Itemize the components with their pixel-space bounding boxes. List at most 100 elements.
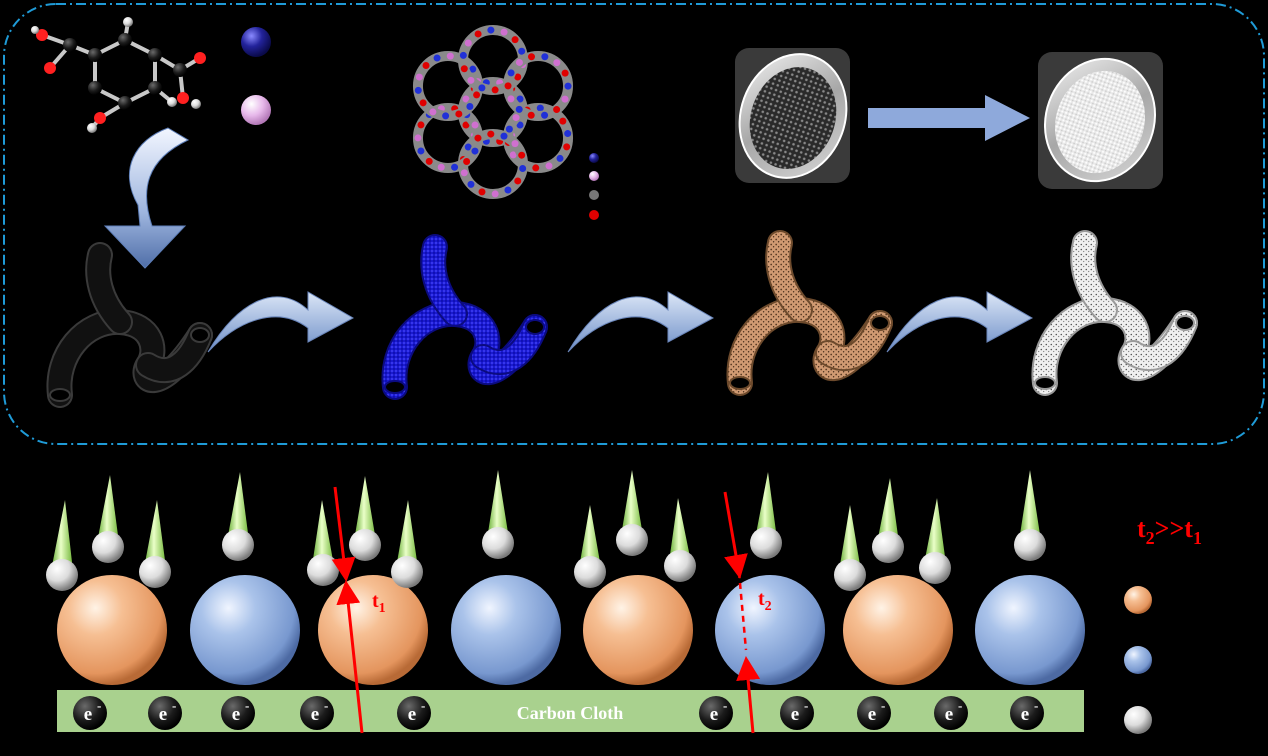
blue-sphere — [190, 575, 300, 685]
mof-atom — [512, 114, 520, 122]
mof-atom — [491, 190, 499, 198]
svg-text:e: e — [232, 704, 240, 725]
svg-text:-: - — [421, 698, 425, 713]
mof-atom — [527, 53, 535, 61]
mof-atom — [561, 95, 569, 103]
svg-text:-: - — [881, 698, 885, 713]
mof-atom — [478, 188, 486, 196]
nanowire-cone-icon — [46, 500, 78, 591]
mof-atom — [473, 91, 481, 99]
orange-sphere — [843, 575, 953, 685]
mof-atom — [419, 99, 427, 107]
time-comparison-label: t2>>t1 — [1137, 514, 1202, 548]
mof-atom — [429, 108, 437, 116]
mof-atom — [553, 106, 561, 114]
nanowire-cone-icon — [616, 470, 648, 556]
svg-text:-: - — [97, 698, 101, 713]
mof-atom — [467, 180, 475, 188]
nanowire-cone-icon — [482, 470, 514, 559]
nanowire-cone-icon — [834, 505, 866, 591]
t1-label: t1 — [372, 590, 386, 616]
svg-text:e: e — [945, 704, 953, 725]
mof-atom — [559, 117, 567, 125]
process-arrow — [207, 291, 355, 353]
svg-text:-: - — [1034, 698, 1038, 713]
mof-atom — [491, 86, 499, 94]
mof-atom — [459, 51, 467, 59]
svg-text:e: e — [84, 704, 92, 725]
mof-atom — [451, 163, 459, 171]
mof-atom — [463, 157, 471, 165]
ligand-molecule-icon — [31, 17, 206, 133]
nanowire-cone-icon — [574, 505, 606, 588]
nanowire-cone-icon — [222, 472, 254, 561]
mof-atom — [455, 110, 463, 118]
orange-sphere — [583, 575, 693, 685]
mof-atom — [556, 154, 564, 162]
svg-text:-: - — [958, 698, 962, 713]
mof-atom — [527, 111, 535, 119]
process-arrow — [567, 291, 715, 353]
petri-dish-before-icon — [735, 48, 850, 183]
nanowire-cone-icon — [919, 498, 951, 584]
mof-atom — [563, 143, 571, 151]
svg-text:e: e — [868, 704, 876, 725]
ion-path-short — [331, 486, 364, 734]
carbon-fiber-icon — [46, 242, 213, 408]
mof-atom — [516, 95, 524, 103]
mof-atom — [460, 169, 468, 177]
mof-atom — [464, 143, 472, 151]
synthesis-frame — [3, 3, 1265, 445]
mof-atom — [433, 54, 441, 62]
mof-atom — [474, 134, 482, 142]
electron-icon: e- — [1010, 696, 1044, 730]
blue-sphere — [975, 575, 1085, 685]
mof-atom — [417, 121, 425, 129]
mof-atom — [414, 134, 422, 142]
mof-atom — [514, 177, 522, 185]
svg-text:e: e — [159, 704, 167, 725]
svg-text:-: - — [172, 698, 176, 713]
nanowire-cone-icon — [872, 478, 904, 563]
orange-sphere — [57, 575, 167, 685]
electron-icon: e- — [148, 696, 182, 730]
mof-atom — [425, 157, 433, 165]
electron-icon: e- — [934, 696, 968, 730]
mof-atom — [415, 73, 423, 81]
mof-atom — [417, 147, 425, 155]
blue-ion-icon — [241, 27, 271, 57]
svg-text:e: e — [1021, 704, 1029, 725]
mof-atom — [545, 162, 553, 170]
mof-atom — [422, 62, 430, 70]
electron-icon: e- — [73, 696, 107, 730]
mof-atom — [464, 39, 472, 47]
nanowire-cone-icon — [139, 500, 171, 588]
electron-icon: e- — [300, 696, 334, 730]
mof-atom — [466, 102, 474, 110]
mof-atom — [478, 84, 486, 92]
mof-atom — [462, 95, 470, 103]
mof-atom — [414, 86, 422, 94]
legend-blue-sphere — [1124, 646, 1152, 674]
mof-atom — [469, 65, 477, 73]
legend-orange-sphere — [1124, 586, 1152, 614]
svg-text:e: e — [311, 704, 319, 725]
mof-atom — [462, 121, 470, 129]
mof-atom — [467, 76, 475, 84]
legend-white-sphere — [1124, 706, 1152, 734]
svg-text:e: e — [710, 704, 718, 725]
nanowire-cone-icon — [307, 500, 339, 586]
mof-atom — [487, 26, 495, 34]
nanowire-cone-icon — [391, 500, 423, 588]
mof-atom — [471, 147, 479, 155]
svg-text:-: - — [723, 698, 727, 713]
blue-sphere — [715, 575, 825, 685]
svg-text:e: e — [408, 704, 416, 725]
mof-atom — [564, 82, 572, 90]
process-arrow — [886, 291, 1034, 353]
svg-text:e: e — [791, 704, 799, 725]
electron-icon: e- — [397, 696, 431, 730]
mof-atom — [446, 52, 454, 60]
mof-atom — [541, 53, 549, 61]
